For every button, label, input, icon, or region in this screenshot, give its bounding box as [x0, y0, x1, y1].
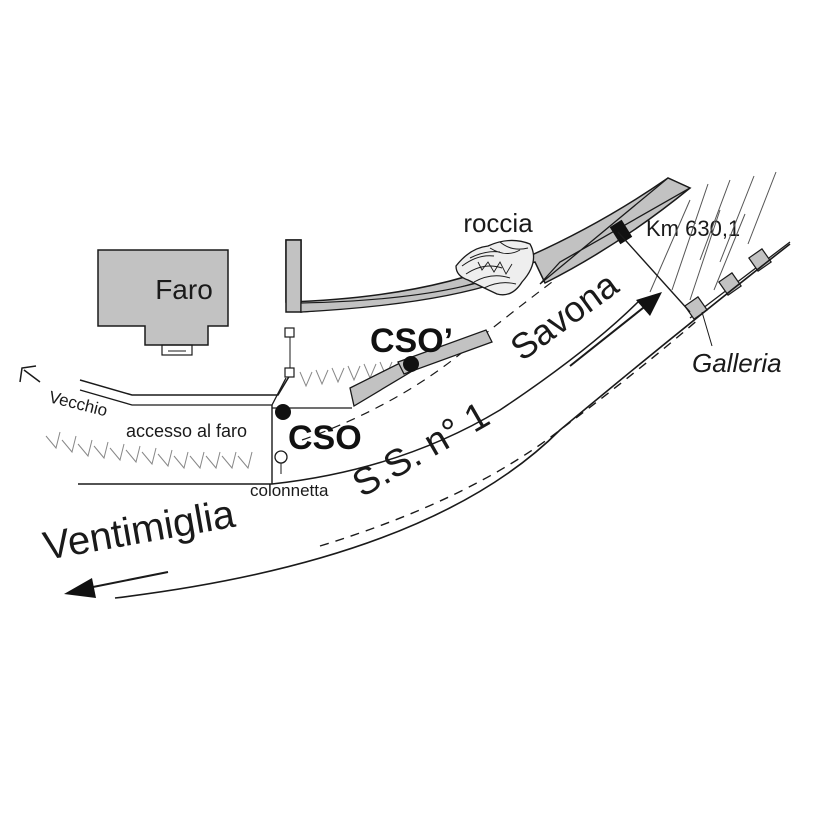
roccia-label: roccia — [463, 208, 533, 238]
cso-point — [275, 404, 291, 420]
galleria-label: Galleria — [692, 348, 782, 378]
road-centerline-dashed — [319, 317, 701, 547]
rock-icon — [455, 239, 535, 296]
faro-label: Faro — [155, 274, 213, 305]
colonnetta-marker — [274, 450, 288, 464]
post-marker-lower — [284, 367, 295, 378]
hillside-hatching — [649, 171, 777, 301]
arrow-left-icon — [64, 571, 169, 598]
road-cross-line — [617, 231, 691, 313]
platform-slab-upper — [397, 329, 493, 375]
wall-upper-segment — [539, 177, 692, 285]
embankment-hatching-left — [45, 431, 253, 470]
road-edge-north — [78, 299, 641, 485]
wall-vertical-segment — [285, 239, 302, 313]
road-edge-south — [114, 243, 791, 599]
km-marker — [609, 219, 633, 245]
arrow-up-left-icon — [19, 365, 41, 383]
faro-building — [97, 249, 229, 356]
old-access-path-upper — [79, 374, 291, 396]
accesso-label: accesso al faro — [126, 421, 247, 441]
cso-prime-label: CSO’ — [370, 322, 453, 360]
road-inner-dashed — [301, 281, 553, 441]
colonnetta-label: colonnetta — [250, 481, 329, 500]
post-marker-upper — [284, 327, 295, 338]
old-access-path-upper-inner — [79, 377, 287, 406]
cso-label: CSO — [288, 419, 362, 457]
arrow-up-right-icon — [569, 292, 662, 367]
cso-prime-point — [403, 356, 419, 372]
